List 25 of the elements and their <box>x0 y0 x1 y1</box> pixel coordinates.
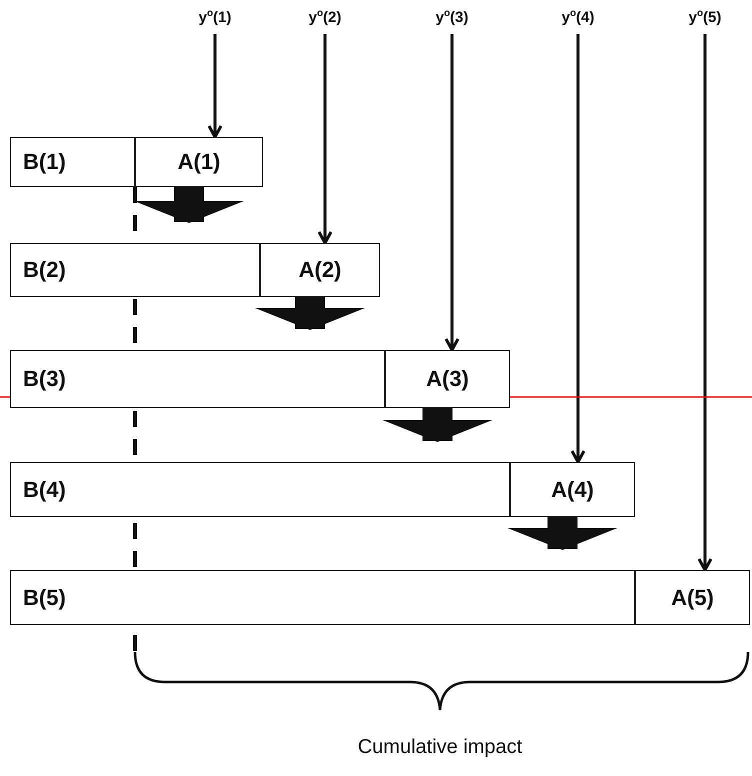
row-segment: A(4) <box>510 462 635 517</box>
block-arrow <box>382 408 492 442</box>
input-label: y$^{o}$(3) <box>422 8 482 34</box>
row-segment: A(3) <box>385 350 510 408</box>
input-label: y$^{o}$(1) <box>185 8 245 34</box>
row-segment: A(2) <box>260 243 380 297</box>
row-segment: A(5) <box>635 570 750 625</box>
block-arrow <box>134 187 244 223</box>
row-segment: B(4) <box>10 462 510 517</box>
block-arrow <box>255 297 365 330</box>
arrow <box>208 34 222 138</box>
arrow <box>570 34 586 464</box>
input-label: y$^{o}$(4) <box>548 8 608 34</box>
arrow <box>698 34 712 572</box>
input-label: y$^{o}$(2) <box>295 8 355 34</box>
arrow <box>444 34 460 352</box>
row-segment: A(1) <box>135 137 263 187</box>
row-segment: B(1) <box>10 137 135 187</box>
block-arrow <box>508 517 618 550</box>
input-label: y$^{o}$(5) <box>675 8 735 34</box>
brace-label: Cumulative impact <box>356 736 524 759</box>
row-segment: B(3) <box>10 350 385 408</box>
arrow <box>318 34 332 244</box>
row-segment: B(2) <box>10 243 260 297</box>
row-segment: B(5) <box>10 570 635 625</box>
